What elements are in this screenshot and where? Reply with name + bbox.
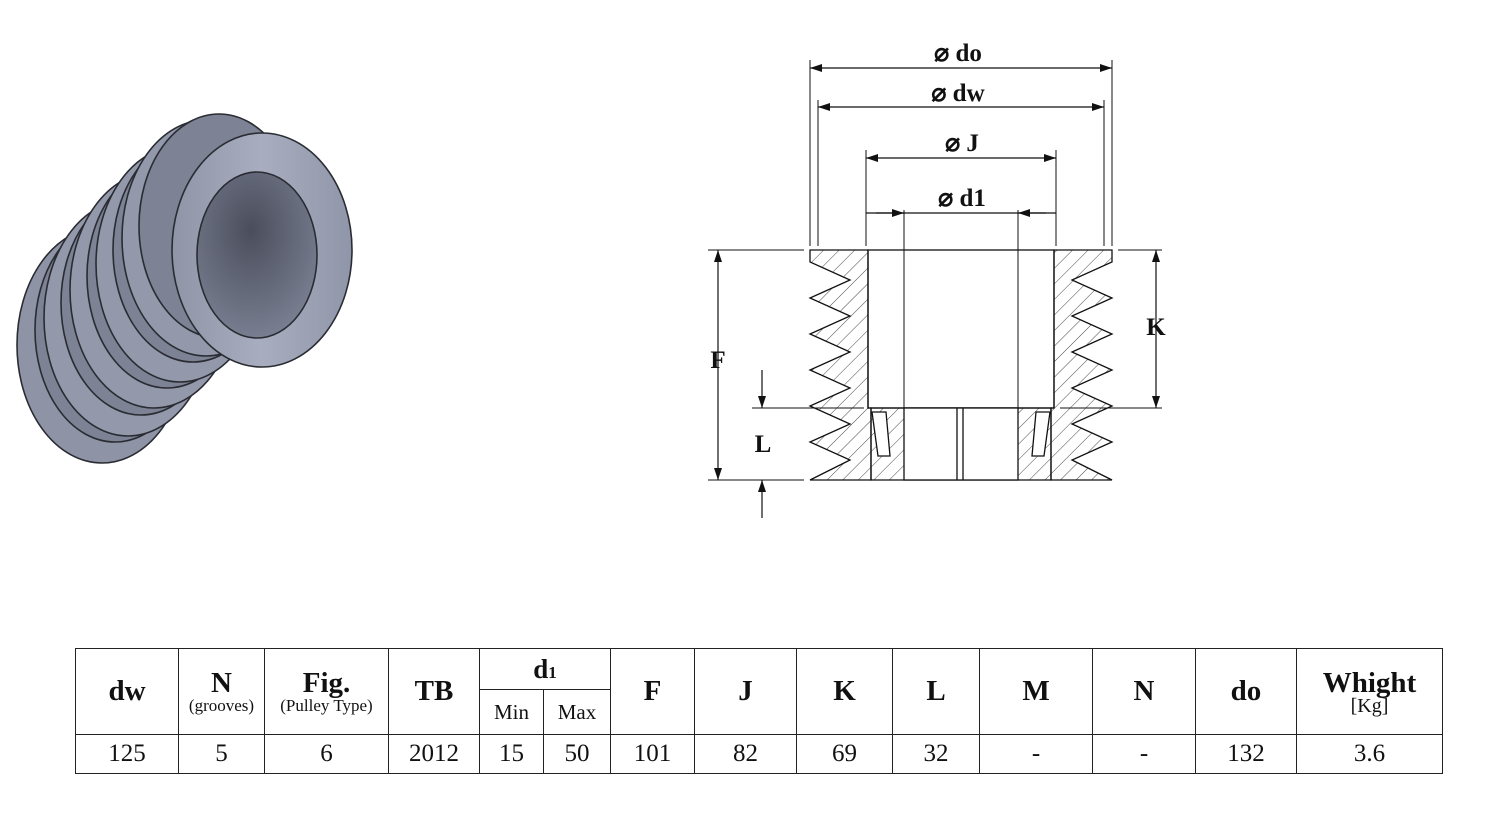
cell-d1-max: 50 bbox=[543, 734, 611, 774]
header-d1: d1 bbox=[479, 648, 611, 690]
header-m: M bbox=[979, 648, 1093, 735]
cell-fig: 6 bbox=[264, 734, 389, 774]
cell-j: 82 bbox=[694, 734, 797, 774]
label-k: K bbox=[1146, 314, 1166, 341]
bush-bore bbox=[903, 407, 1019, 481]
cell-d1-min: 15 bbox=[479, 734, 544, 774]
header-d1-min: Min bbox=[479, 689, 544, 735]
label-dw: ⌀ dw bbox=[931, 80, 984, 107]
table-header-row: dw N (grooves) Fig. (Pulley Type) TB d1 … bbox=[75, 648, 1443, 735]
cell-do: 132 bbox=[1195, 734, 1297, 774]
label-f: F bbox=[710, 347, 725, 374]
header-do: do bbox=[1195, 648, 1297, 735]
header-dw: dw bbox=[75, 648, 179, 735]
pulley-section-drawing: ⌀ do ⌀ dw ⌀ J ⌀ d1 F K L bbox=[708, 40, 1166, 518]
pulley-3d-render bbox=[16, 113, 353, 464]
header-fig: Fig. (Pulley Type) bbox=[264, 648, 389, 735]
bore-outline bbox=[867, 249, 1055, 409]
cell-m: - bbox=[979, 734, 1093, 774]
header-n-grooves: N (grooves) bbox=[178, 648, 265, 735]
cell-n-grooves: 5 bbox=[178, 734, 265, 774]
header-f: F bbox=[610, 648, 695, 735]
header-l: L bbox=[892, 648, 980, 735]
cell-k: 69 bbox=[796, 734, 893, 774]
spec-table: dw N (grooves) Fig. (Pulley Type) TB d1 … bbox=[75, 648, 1443, 774]
header-k: K bbox=[796, 648, 893, 735]
table-subheader-row: Min Max bbox=[76, 689, 1443, 735]
pulley-bore bbox=[196, 171, 318, 339]
cell-weight: 3.6 bbox=[1296, 734, 1443, 774]
header-j: J bbox=[694, 648, 797, 735]
cell-tb: 2012 bbox=[388, 734, 480, 774]
cell-n: - bbox=[1092, 734, 1196, 774]
header-n: N bbox=[1092, 648, 1196, 735]
header-tb: TB bbox=[388, 648, 480, 735]
label-l: L bbox=[755, 431, 772, 458]
cell-f: 101 bbox=[610, 734, 695, 774]
label-d1: ⌀ d1 bbox=[938, 185, 986, 212]
cell-dw: 125 bbox=[75, 734, 179, 774]
section-right-wall bbox=[1050, 249, 1114, 481]
label-j: ⌀ J bbox=[945, 130, 979, 157]
header-weight: Whight [Kg] bbox=[1296, 648, 1443, 735]
cell-l: 32 bbox=[892, 734, 980, 774]
label-do: ⌀ do bbox=[934, 40, 982, 67]
section-left-wall bbox=[808, 249, 872, 481]
table-row: 125 5 6 2012 15 50 101 82 69 32 - - 132 … bbox=[75, 734, 1443, 774]
header-d1-max: Max bbox=[543, 689, 611, 735]
